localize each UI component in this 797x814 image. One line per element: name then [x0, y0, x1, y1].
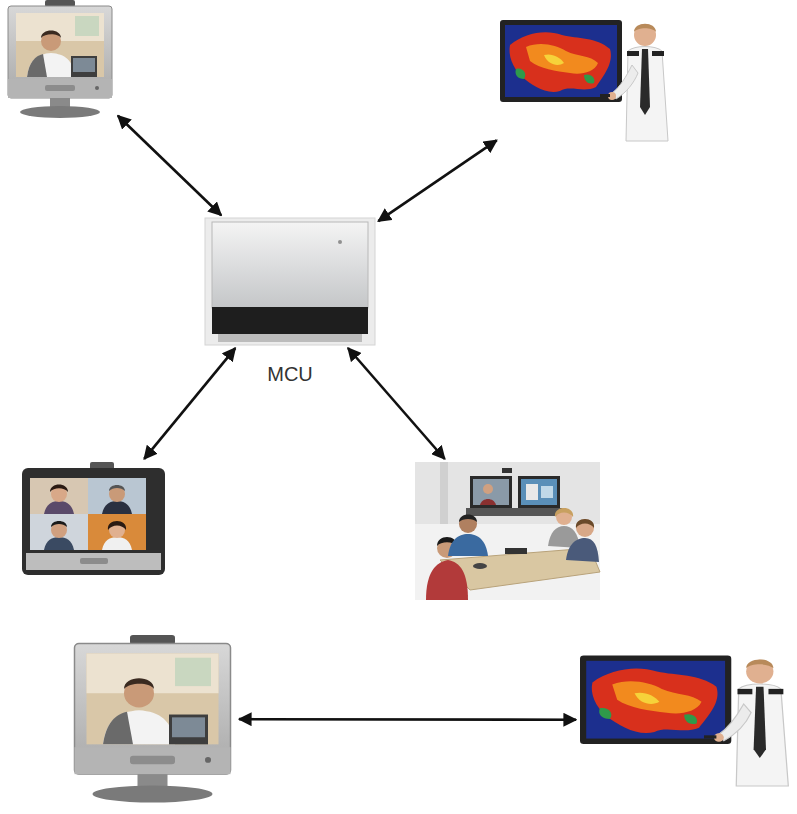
conference-room [415, 462, 600, 600]
multipoint-tv [26, 553, 161, 570]
conference-room [483, 484, 493, 494]
presenter-display [580, 655, 788, 786]
bidirectional-arrow [118, 116, 221, 215]
conference-room [470, 476, 512, 508]
mcu-device [218, 334, 362, 342]
mcu-device [205, 218, 375, 345]
multipoint-endpoint [20, 462, 168, 578]
video-endpoint [5, 0, 115, 120]
multipoint-tv [102, 537, 132, 550]
multipoint-tv [22, 462, 165, 575]
conference-room [415, 462, 600, 600]
mcu-device [212, 307, 368, 334]
conference-room [576, 519, 594, 537]
video-monitor [8, 0, 112, 118]
multipoint-tv [109, 486, 125, 502]
conference-room [426, 560, 468, 600]
multipoint-tv [30, 478, 146, 550]
multipoint-tv [30, 514, 88, 550]
conference-room [541, 486, 553, 498]
conference-room [466, 508, 564, 516]
conference-room [502, 468, 512, 473]
conference-room [526, 484, 538, 500]
conference-room [448, 534, 488, 556]
video-endpoint [70, 635, 235, 803]
mcu-device [212, 222, 368, 308]
multipoint-tv [88, 514, 146, 550]
conference-room [555, 508, 573, 517]
multipoint-tv [51, 522, 67, 538]
conference-room [480, 499, 496, 505]
bidirectional-arrow [144, 348, 235, 459]
multipoint-tv [44, 537, 74, 550]
conference-room-endpoint [415, 462, 600, 600]
conference-room [440, 462, 448, 524]
multipoint-tv [80, 558, 108, 564]
multipoint-tv [108, 521, 126, 530]
presenter-endpoint [500, 15, 670, 145]
multipoint-tv [30, 478, 88, 514]
bidirectional-arrow [378, 140, 496, 221]
conference-room [518, 476, 560, 508]
presenter-display [500, 20, 668, 141]
multipoint-tv [50, 485, 68, 493]
node-label: MCU [185, 363, 395, 386]
conference-room [566, 538, 599, 562]
conference-room [505, 548, 527, 554]
mcu-device [205, 218, 375, 345]
conference-room [459, 515, 477, 523]
multipoint-tv [44, 501, 74, 514]
conference-room [459, 515, 477, 533]
conference-room [576, 519, 594, 528]
conference-room [415, 462, 600, 524]
conference-room [473, 479, 509, 505]
multipoint-tv [22, 468, 165, 575]
multipoint-tv [109, 485, 125, 491]
conference-room [473, 563, 487, 569]
multipoint-tv [88, 478, 146, 514]
bidirectional-arrow [348, 348, 445, 459]
multipoint-tv [102, 501, 132, 514]
multipoint-tv [51, 521, 67, 527]
conference-room [521, 479, 557, 505]
video-monitor [75, 635, 231, 803]
bidirectional-arrow [239, 718, 576, 721]
presenter-endpoint [580, 650, 792, 790]
mcu-box: MCU [205, 218, 375, 345]
mcu-device [338, 240, 342, 244]
